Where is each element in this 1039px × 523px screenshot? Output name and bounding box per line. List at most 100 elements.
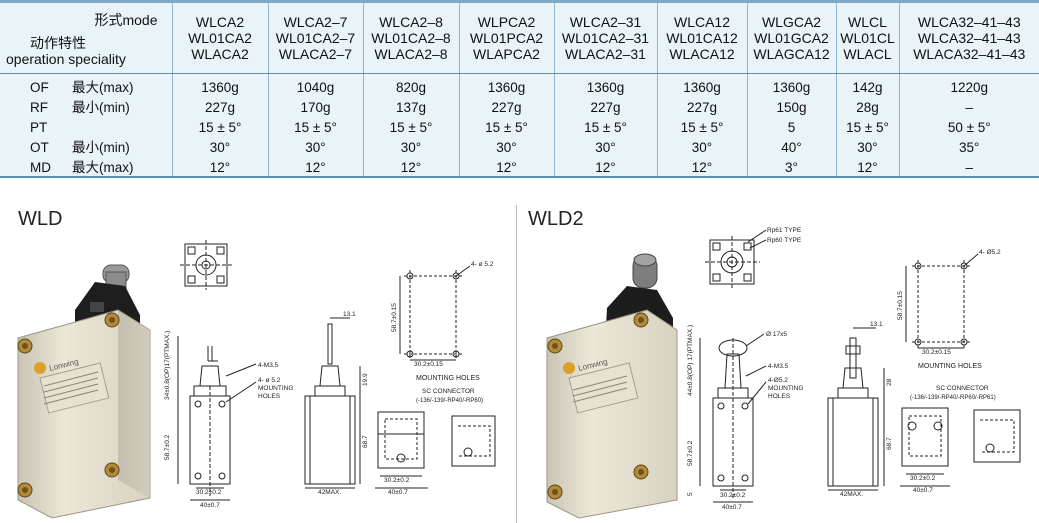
table-cell: 15 ± 5°	[657, 118, 748, 138]
wld2-dim-w1: 30.2±0.2	[720, 492, 746, 499]
table-cell: 40°	[747, 138, 837, 158]
table-cell: 50 ± 5°	[947, 120, 991, 135]
wld-dim-right-h: 58.7±0.15	[391, 303, 398, 332]
table-cell: 30°	[268, 138, 364, 158]
wld-dim-side1: 19.9	[362, 373, 369, 386]
wld2-rp60: Rp60 TYPE	[767, 237, 802, 244]
wld2-dim-bolt: 4-M3.5	[768, 363, 789, 370]
row-desc: 最大(max)	[72, 160, 134, 175]
wld-title: WLD	[18, 208, 63, 230]
table-cell: 12°	[657, 158, 748, 178]
table-cell: 15 ± 5°	[363, 118, 460, 138]
wld2-dimension-drawing: Rp61 TYPE Rp60 TYPE Ø 17x5 4-M3.5 4-Ø5.2…	[687, 227, 1021, 511]
wld-dim-right-holes: 4- ø 5.2	[471, 261, 494, 268]
wld2-product-photo: Lonwing	[546, 253, 678, 519]
wld2-conn-w1: 30.2±0.2	[910, 475, 936, 482]
table-cell: 12°	[459, 158, 555, 178]
table-cell: 35°	[959, 140, 980, 155]
wld-mounting-holes-label: MOUNTING HOLES	[416, 375, 480, 382]
wld2-dim-mounting-a: MOUNTING	[768, 385, 803, 392]
sc-connector-view-a	[901, 407, 949, 467]
table-cell: 227g	[554, 98, 658, 118]
table-cell: 1360g	[172, 73, 269, 98]
table-cell: 15 ± 5°	[268, 118, 364, 138]
row-code: MD	[30, 160, 51, 175]
table-cell: 137g	[363, 98, 460, 118]
mode-label: 形式mode	[94, 12, 158, 28]
wld2-dim-bottom: 5	[687, 492, 694, 496]
table-cell: 12°	[836, 158, 900, 178]
wld-dim-right-w: 30.2±0.15	[414, 361, 443, 368]
row-label: OF 最大(max)	[0, 73, 173, 98]
row-desc: 最小(min)	[72, 100, 130, 115]
wld-dim-top: 13.1	[343, 311, 356, 318]
table-cell: 30°	[836, 138, 900, 158]
wld2-dim-w2: 40±0.7	[722, 504, 742, 511]
table-cell: 142g	[836, 73, 900, 98]
table-cell: 30°	[363, 138, 460, 158]
brand-logo-icon	[563, 362, 575, 374]
wld2-sc-connector-types: (-136/-139/-RP40/-RP60/-RP61)	[910, 395, 996, 401]
wld2-conn-w2: 40±0.7	[913, 487, 933, 494]
wld2-dim-top: 13.1	[870, 321, 883, 328]
wld2-dim-right-w: 30.2±0.15	[922, 349, 951, 356]
table-cell: 15 ± 5°	[172, 118, 269, 138]
wld2-dim-vertical: 44±0.8(OP) 17(PTMAX.)	[687, 325, 694, 396]
table-cell: 1220g	[950, 80, 989, 95]
table-cell: 150g	[747, 98, 837, 118]
wld-conn-w1: 30.2±0.2	[384, 477, 410, 484]
wld2-dim-phi: Ø 17x5	[766, 331, 787, 338]
wld-dim-mounting-a: MOUNTING	[258, 385, 293, 392]
table-cell: 1040g	[268, 73, 364, 98]
table-cell: 30°	[657, 138, 748, 158]
table-cell: 227g	[172, 98, 269, 118]
table-cell: 227g	[459, 98, 555, 118]
table-cell: 5	[747, 118, 837, 138]
sc-connector-view-b	[973, 409, 1021, 463]
table-cell: 12°	[172, 158, 269, 178]
wld-sc-connector-types: (-136/-139/-RP40/-RP60)	[416, 398, 483, 404]
table-cell: 820g	[363, 73, 460, 98]
brand-logo-icon	[34, 362, 46, 374]
spec-label-en: operation speciality	[6, 51, 126, 67]
table-corner-cell: 形式mode 动作特性 operation speciality	[0, 3, 173, 74]
table-cell: 30°	[459, 138, 555, 158]
side-view	[304, 395, 356, 485]
table-cell: –	[965, 100, 973, 115]
wld-dim-w1: 30.2±0.2	[196, 489, 222, 496]
wld2-dim-side-w: 42MAX.	[840, 491, 863, 498]
side-view	[827, 397, 879, 487]
sc-connector-view-b	[451, 415, 496, 467]
wld2-title: WLD2	[528, 208, 584, 230]
row-desc: 最小(min)	[72, 140, 130, 155]
wld2-dim-side1: 28	[886, 378, 893, 386]
row-desc: 最大(max)	[72, 80, 134, 95]
wld-product-photo: Lonwing	[17, 264, 151, 519]
table-cell: 170g	[268, 98, 364, 118]
row-code: OF	[30, 80, 49, 95]
table-cell: 12°	[268, 158, 364, 178]
row-label: MD 最大(max)	[0, 158, 173, 178]
spec-label-cn: 动作特性	[30, 35, 86, 51]
table-top-rule	[0, 0, 1039, 3]
wld2-dim-right-holes: 4- Ø5.2	[979, 249, 1001, 256]
table-cell: 30°	[554, 138, 658, 158]
wld-dim-w2: 40±0.7	[200, 502, 220, 509]
wld-dim-bolt: 4-M3.5	[258, 362, 279, 369]
row-code: PT	[30, 120, 48, 135]
wld-dim-side-w: 42MAX.	[318, 489, 341, 496]
wld-dim-side2: 68.7	[362, 435, 369, 448]
